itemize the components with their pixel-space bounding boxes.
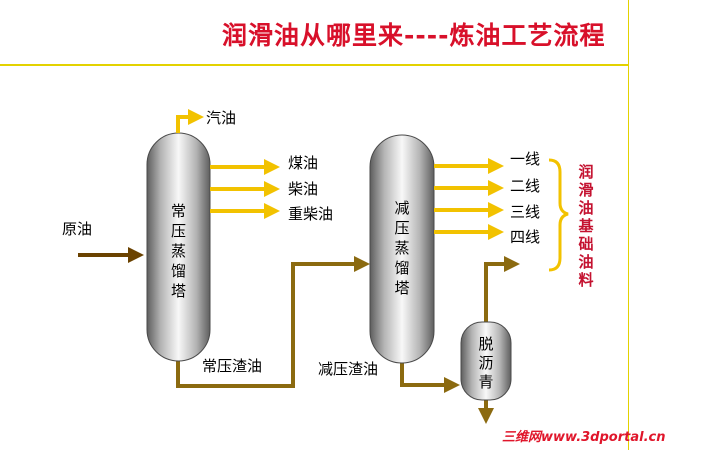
- kerosene-label: 煤油: [288, 154, 318, 172]
- deasphalting-char-2: 沥: [478, 354, 493, 372]
- gasoline-arrow: [176, 109, 204, 133]
- vacuum-distillation-tower: [369, 134, 435, 364]
- crude-oil-label: 原油: [62, 220, 92, 238]
- vacuum-tower-char-1: 减: [394, 199, 409, 217]
- deasphalting-unit: [460, 321, 512, 401]
- base-oil-char-7: 料: [578, 271, 593, 289]
- deasphalting-char-1: 脱: [478, 335, 493, 353]
- vacuum-tower-char-5: 塔: [394, 279, 409, 297]
- atmospheric-residue-arrow: [176, 256, 370, 388]
- deasphalting-char-3: 青: [478, 373, 493, 391]
- diesel-label: 柴油: [288, 180, 318, 198]
- atmospheric-tower-char-5: 塔: [171, 282, 186, 300]
- base-oil-char-5: 础: [578, 235, 593, 253]
- line-2-label: 二线: [510, 177, 540, 195]
- right-border-line: [628, 0, 629, 450]
- atmospheric-residue-label: 常压渣油: [202, 357, 262, 375]
- line-1-label: 一线: [510, 150, 540, 168]
- line-3-label: 三线: [510, 203, 540, 221]
- base-oil-brace: [548, 158, 569, 272]
- line-4-label: 四线: [510, 228, 540, 246]
- vacuum-residue-label: 减压渣油: [318, 360, 378, 378]
- atmospheric-tower-char-3: 蒸: [171, 242, 186, 260]
- title-underline: [0, 64, 628, 66]
- base-oil-char-3: 油: [578, 199, 593, 217]
- base-oil-char-2: 滑: [578, 181, 593, 199]
- base-oil-char-6: 油: [578, 253, 593, 271]
- base-oil-char-1: 润: [578, 163, 593, 181]
- vacuum-tower-char-4: 馏: [394, 259, 409, 277]
- base-oil-char-4: 基: [577, 217, 594, 235]
- slide-title: 润滑油从哪里来----炼油工艺流程: [222, 21, 606, 50]
- gasoline-label: 汽油: [206, 109, 236, 127]
- vacuum-tower-char-2: 压: [394, 219, 409, 237]
- deasphalted-oil-arrow: [484, 256, 520, 322]
- atmospheric-tower-char-2: 压: [171, 222, 186, 240]
- vacuum-tower-char-3: 蒸: [394, 239, 409, 257]
- atmospheric-tower-char-1: 常: [171, 202, 186, 220]
- heavy-diesel-label: 重柴油: [288, 205, 333, 223]
- vacuum-residue-arrow: [400, 362, 460, 393]
- watermark: 三维网www.3dportal.cn: [502, 430, 666, 445]
- atmospheric-tower-char-4: 馏: [171, 262, 186, 280]
